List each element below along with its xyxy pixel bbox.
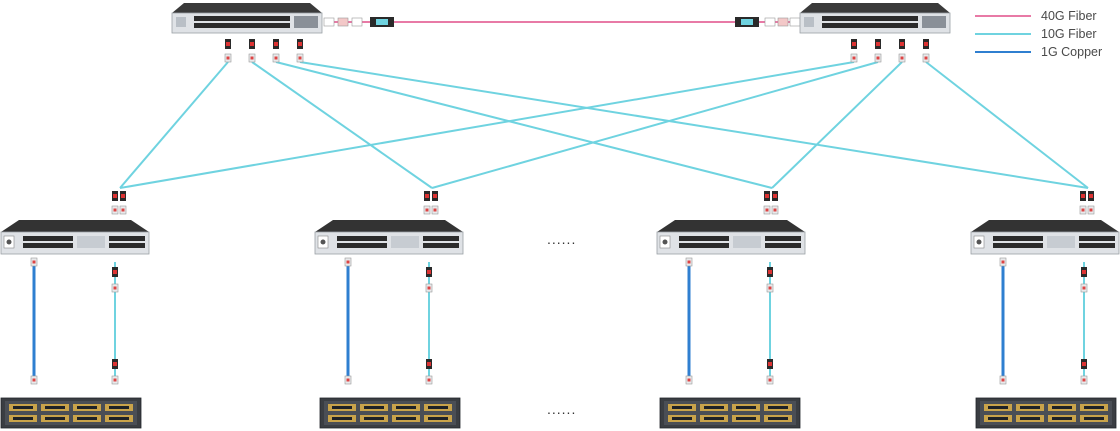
access-switch-icon — [0, 219, 150, 255]
server-row-ellipsis: ...... — [547, 401, 576, 417]
core-switch-icon — [799, 2, 951, 34]
core-left-transceivers — [224, 39, 304, 63]
core-right-transceivers — [850, 39, 930, 63]
fiber-10g-links — [119, 61, 1089, 189]
access-switch-icon — [314, 219, 464, 255]
legend-label-40g: 40G Fiber — [1041, 9, 1097, 23]
access-switch-icon — [656, 219, 806, 255]
core-switch-icon — [171, 2, 323, 34]
transceiver-icon — [323, 17, 394, 27]
fiber-40g-link — [323, 17, 801, 27]
rack-server-icon — [0, 397, 142, 429]
core-switch-left — [171, 2, 323, 34]
access-group-4 — [970, 191, 1120, 255]
rack-server-icon — [659, 397, 801, 429]
server-links — [32, 262, 1085, 376]
access-group-1 — [0, 191, 150, 255]
rack-server-icon — [975, 397, 1117, 429]
access-group-3 — [656, 191, 806, 255]
legend-label-10g: 10G Fiber — [1041, 27, 1097, 41]
server-link-connectors — [30, 257, 1088, 385]
server-4 — [975, 397, 1117, 429]
access-switch-icon — [970, 219, 1120, 255]
core-switch-right — [799, 2, 951, 34]
access-group-2 — [314, 191, 464, 255]
rack-server-icon — [319, 397, 461, 429]
server-3 — [659, 397, 801, 429]
transceiver-icon — [735, 17, 801, 27]
legend-label-1g: 1G Copper — [1041, 45, 1102, 59]
server-2 — [319, 397, 461, 429]
server-1 — [0, 397, 142, 429]
legend: 40G Fiber 10G Fiber 1G Copper — [975, 9, 1102, 59]
switch-row-ellipsis: ...... — [547, 231, 576, 247]
